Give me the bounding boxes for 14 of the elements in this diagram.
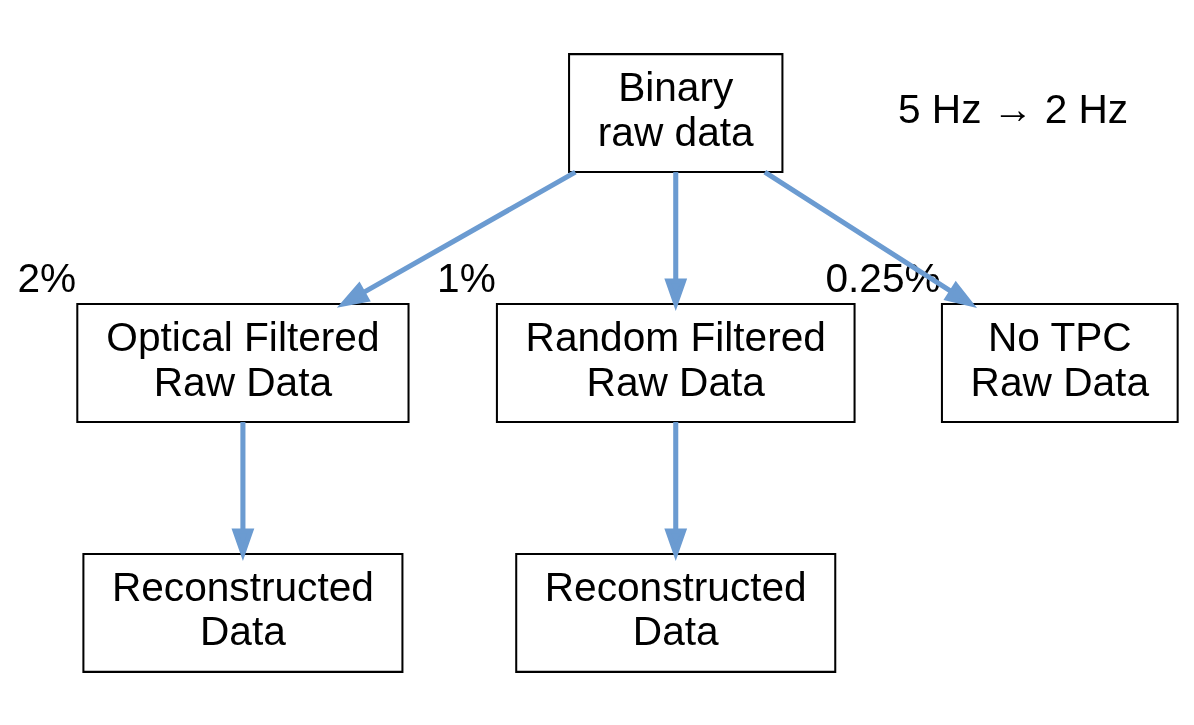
node-label: 1%: [437, 254, 496, 301]
node-box: Binary raw data: [568, 52, 784, 173]
node-box: Reconstructed Data: [82, 552, 404, 673]
node-label: 5 Hz → 2 Hz: [897, 85, 1129, 132]
node-box: Random Filtered Raw Data: [495, 302, 856, 423]
arrow: [336, 169, 577, 308]
node-box: Optical Filtered Raw Data: [76, 302, 410, 423]
arrow: [763, 169, 978, 308]
arrow: [664, 421, 688, 561]
node-label: 2%: [17, 254, 77, 301]
arrow: [664, 171, 688, 311]
node-box: No TPC Raw Data: [940, 302, 1179, 423]
node-box: Reconstructed Data: [515, 552, 837, 673]
arrow: [231, 421, 255, 561]
